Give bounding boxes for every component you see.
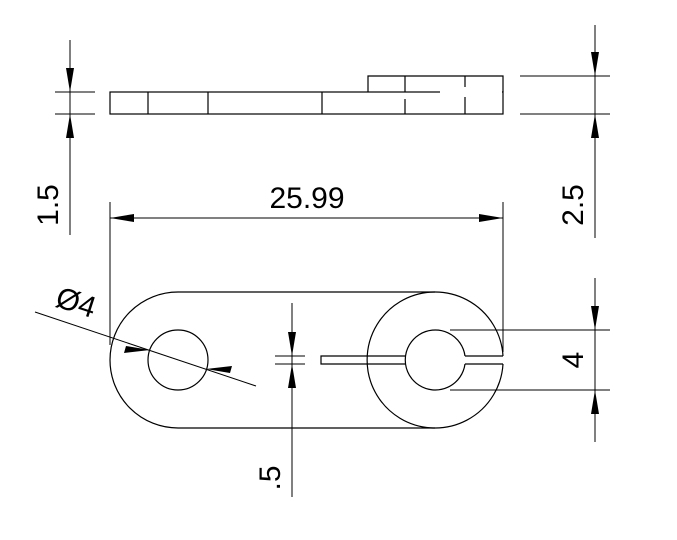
dimension-label: .5 xyxy=(254,465,287,490)
dimension-label: 4 xyxy=(557,352,590,369)
top-view xyxy=(109,291,504,429)
dimension-slot-width: .5 xyxy=(254,303,305,497)
dimension-thickness-total: 2.5 xyxy=(520,25,610,238)
dimension-ring-hole: 4 xyxy=(450,278,610,442)
side-view xyxy=(109,75,504,115)
dimension-label: 25.99 xyxy=(269,182,344,215)
dimension-hole-diameter: Ø4 xyxy=(34,281,257,387)
dimension-thickness-small: 1.5 xyxy=(32,40,95,235)
dimension-label: Ø4 xyxy=(52,281,100,325)
dimension-label: 1.5 xyxy=(32,184,65,226)
dimension-overall-length: 25.99 xyxy=(109,182,504,352)
dimension-label: 2.5 xyxy=(557,184,590,226)
